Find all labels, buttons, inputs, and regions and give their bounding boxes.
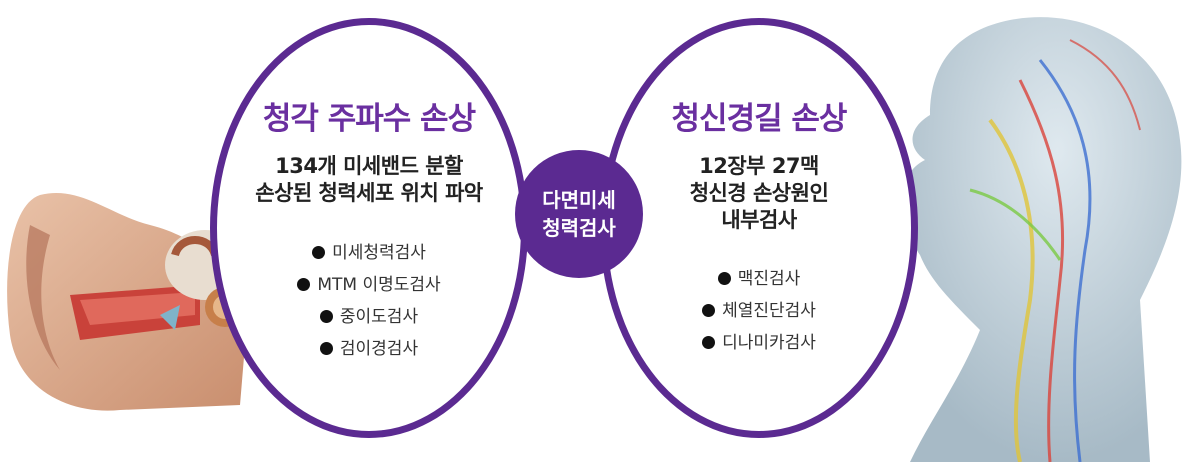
bullet-icon (297, 278, 311, 291)
bullet-icon (702, 336, 716, 349)
list-item: 맥진검사 (607, 263, 911, 295)
bullet-icon (319, 310, 333, 323)
description-line: 청신경 손상원인 (689, 181, 829, 205)
list-item: MTM 이명도검사 (217, 269, 521, 301)
head-nerve-anatomy-illustration (906, 17, 1182, 462)
description-line: 내부검사 (721, 208, 797, 232)
panel-title: 청각 주파수 손상 (262, 101, 476, 137)
center-badge: 다면미세 청력검사 (515, 150, 643, 278)
panel-description: 134개 미세밴드 분할 손상된 청력세포 위치 파악 (217, 153, 521, 207)
bullet-icon (312, 246, 326, 259)
bullet-icon (717, 272, 731, 285)
list-item: 미세청력검사 (217, 237, 521, 269)
list-item: 디나미카검사 (607, 327, 911, 359)
badge-line: 다면미세 (542, 188, 616, 212)
list-item: 체열진단검사 (607, 295, 911, 327)
panel-title: 청신경길 손상 (671, 101, 848, 137)
test-list: 미세청력검사 MTM 이명도검사 중이도검사 검이경검사 (217, 237, 521, 365)
panel-description: 12장부 27맥 청신경 손상원인 내부검사 (607, 153, 911, 234)
list-item: 중이도검사 (217, 301, 521, 333)
description-line: 손상된 청력세포 위치 파악 (255, 181, 483, 205)
list-item: 검이경검사 (217, 333, 521, 365)
description-line: 12장부 27맥 (699, 154, 819, 178)
hearing-frequency-panel: 청각 주파수 손상 134개 미세밴드 분할 손상된 청력세포 위치 파악 미세… (210, 18, 528, 438)
auditory-nerve-panel: 청신경길 손상 12장부 27맥 청신경 손상원인 내부검사 맥진검사 체열진단… (600, 18, 918, 438)
description-line: 134개 미세밴드 분할 (275, 154, 463, 178)
bullet-icon (319, 342, 333, 355)
badge-line: 청력검사 (542, 216, 616, 240)
test-list: 맥진검사 체열진단검사 디나미카검사 (607, 263, 911, 359)
bullet-icon (702, 304, 716, 317)
